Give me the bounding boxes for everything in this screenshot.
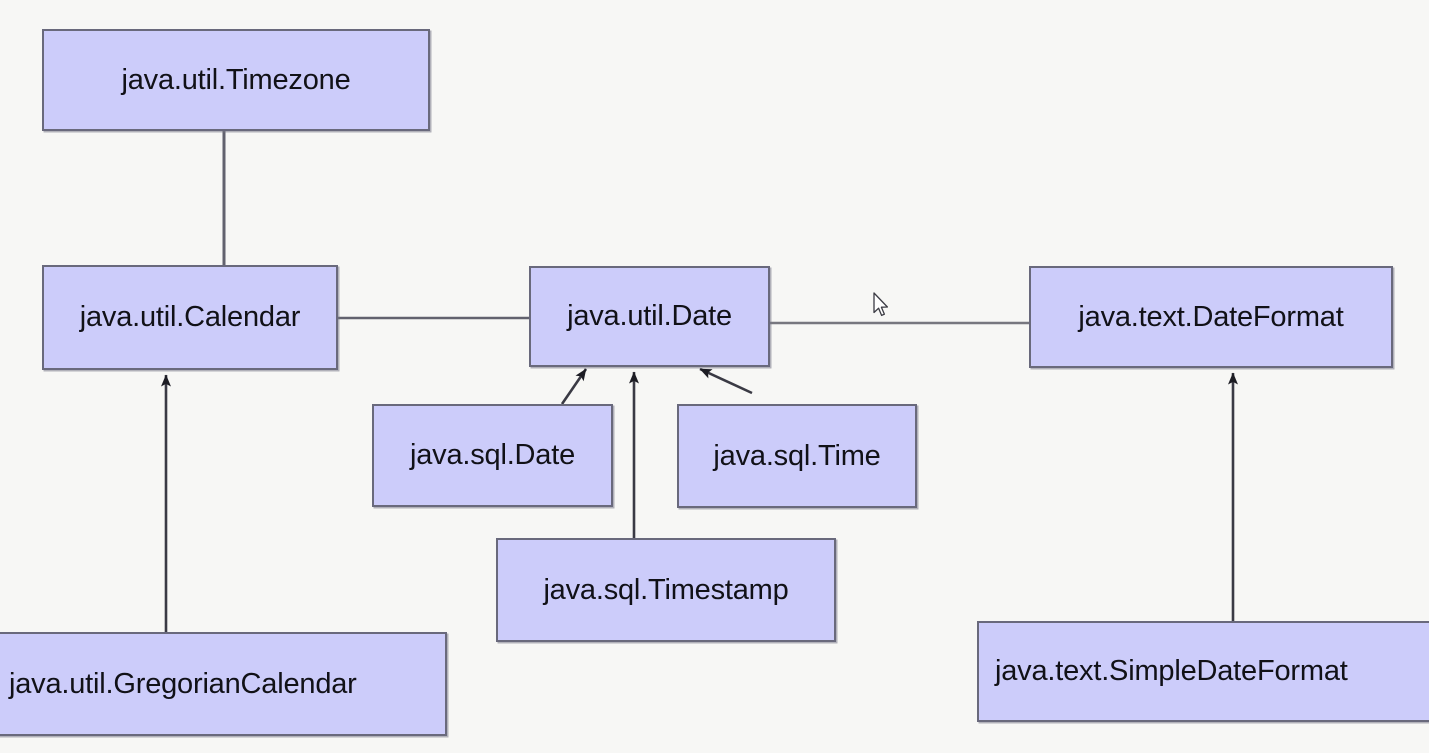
- class-node-label: java.util.GregorianCalendar: [9, 667, 357, 700]
- class-node-label: java.util.Calendar: [79, 301, 301, 333]
- class-node-label: java.util.Date: [567, 300, 732, 332]
- class-node-java-util-date[interactable]: java.util.Date: [529, 266, 770, 367]
- class-node-java-sql-timestamp[interactable]: java.sql.Timestamp: [496, 538, 836, 642]
- edge-sqldate-utildate: [560, 368, 588, 405]
- class-node-label: java.text.SimpleDateFormat: [995, 655, 1348, 687]
- class-node-java-sql-date[interactable]: java.sql.Date: [372, 404, 613, 507]
- class-node-label: java.util.Timezone: [121, 63, 351, 96]
- class-node-label: java.text.DateFormat: [1078, 300, 1344, 333]
- class-node-java-util-calendar[interactable]: java.util.Calendar: [42, 265, 338, 370]
- class-node-java-text-dateformat[interactable]: java.text.DateFormat: [1029, 266, 1393, 368]
- class-node-label: java.sql.Timestamp: [543, 573, 789, 606]
- class-node-java-sql-time[interactable]: java.sql.Time: [677, 404, 917, 508]
- mouse-cursor-icon: [873, 292, 889, 317]
- class-node-java-util-timezone[interactable]: java.util.Timezone: [42, 29, 430, 131]
- edge-sqltime-utildate: [699, 367, 753, 395]
- class-node-label: java.sql.Date: [409, 439, 576, 471]
- class-node-java-util-gregoriancalendar[interactable]: java.util.GregorianCalendar: [0, 632, 447, 736]
- class-node-label: java.sql.Time: [713, 439, 881, 472]
- class-node-java-text-simpledateformat[interactable]: java.text.SimpleDateFormat: [977, 621, 1429, 722]
